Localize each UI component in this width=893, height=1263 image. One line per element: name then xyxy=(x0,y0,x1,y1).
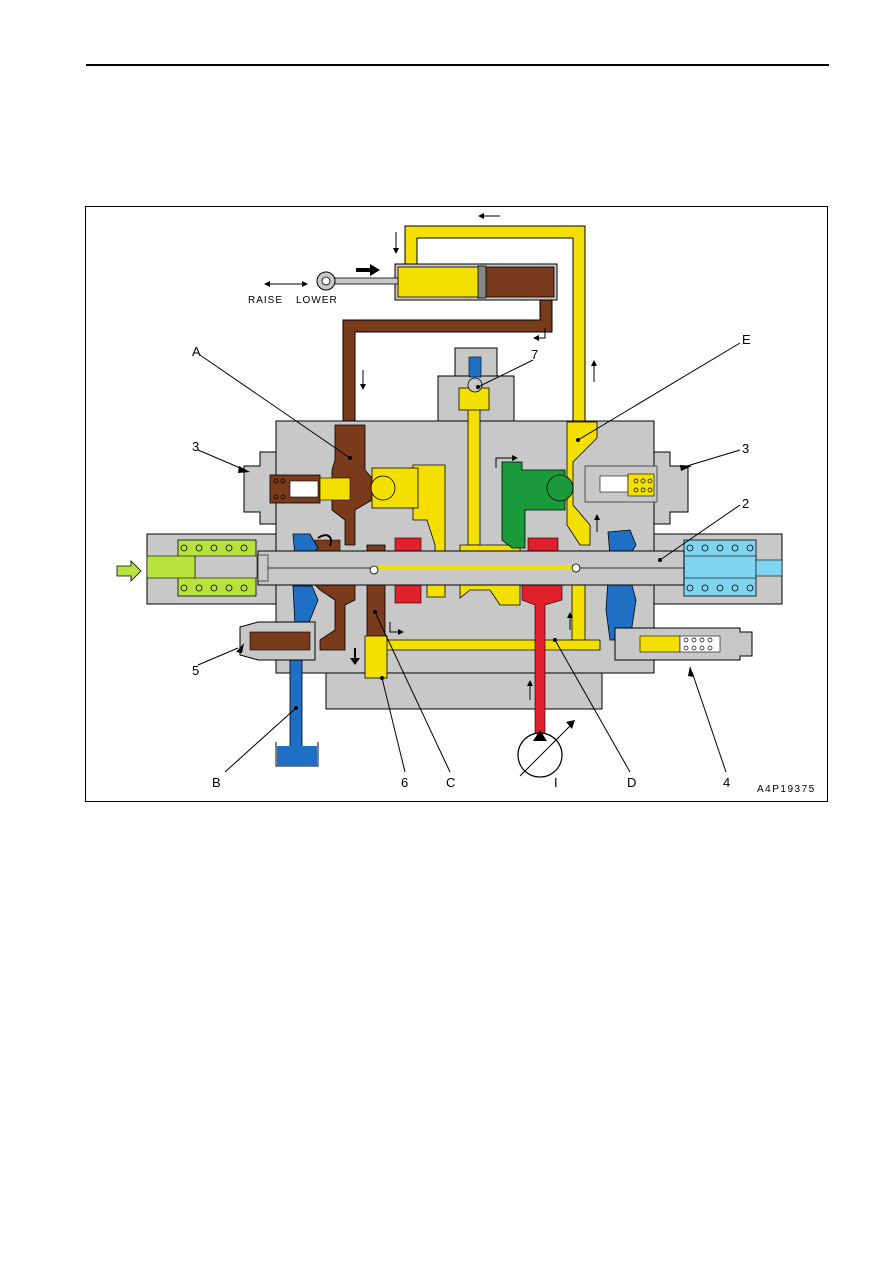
label-D: D xyxy=(627,775,636,790)
raise-label: RAISE xyxy=(248,295,283,306)
label-I: I xyxy=(554,775,558,790)
label-A: A xyxy=(192,344,201,359)
pump-symbol xyxy=(518,720,575,777)
label-6: 6 xyxy=(401,775,408,790)
label-5: 5 xyxy=(192,663,199,678)
label-3-left: 3 xyxy=(192,439,199,454)
label-4: 4 xyxy=(723,775,730,790)
label-2: 2 xyxy=(742,496,749,511)
label-7: 7 xyxy=(531,347,538,362)
label-3-right: 3 xyxy=(742,441,749,456)
lower-label: LOWER xyxy=(296,295,338,306)
figure-code: A4P19375 xyxy=(757,784,816,795)
label-E: E xyxy=(742,332,751,347)
label-C: C xyxy=(446,775,455,790)
label-B: B xyxy=(212,775,221,790)
